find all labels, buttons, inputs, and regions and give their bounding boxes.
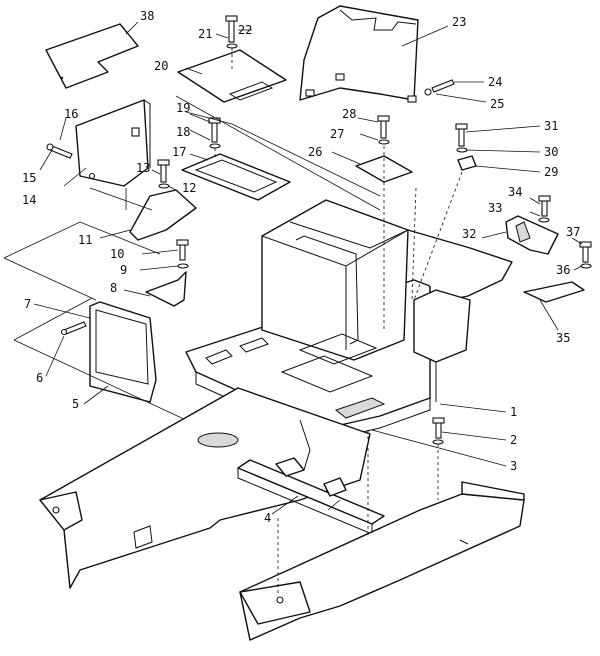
callout-15: 15 bbox=[22, 171, 36, 185]
callout-36: 36 bbox=[556, 263, 570, 277]
callout-31: 31 bbox=[544, 119, 558, 133]
bolt-36-37 bbox=[579, 241, 592, 269]
callout-17: 17 bbox=[172, 145, 186, 159]
callout-25: 25 bbox=[490, 97, 504, 111]
part-38-decal bbox=[45, 23, 139, 89]
part-23-rear-guard bbox=[299, 5, 419, 101]
bolt-2-3 bbox=[432, 417, 445, 445]
part-20-cover-plate bbox=[177, 49, 287, 103]
callout-5: 5 bbox=[72, 397, 79, 411]
callout-3: 3 bbox=[510, 459, 517, 473]
screw-24-25 bbox=[424, 79, 455, 96]
callout-29: 29 bbox=[544, 165, 558, 179]
callout-14: 14 bbox=[22, 193, 36, 207]
part-5-side-panel bbox=[89, 301, 157, 403]
callout-2: 2 bbox=[510, 433, 517, 447]
callout-18: 18 bbox=[176, 125, 190, 139]
bolt-27-28 bbox=[377, 115, 390, 145]
callout-1: 1 bbox=[510, 405, 517, 419]
part-17-access-plate bbox=[181, 153, 291, 201]
callout-6: 6 bbox=[36, 371, 43, 385]
part-8-small-bracket bbox=[145, 271, 187, 307]
callout-26: 26 bbox=[308, 145, 322, 159]
callout-4: 4 bbox=[264, 511, 271, 525]
callout-35: 35 bbox=[556, 331, 570, 345]
callout-21: 21 bbox=[198, 27, 212, 41]
callout-23: 23 bbox=[452, 15, 466, 29]
callout-24: 24 bbox=[488, 75, 502, 89]
callout-19: 19 bbox=[176, 101, 190, 115]
part-26-small-cover bbox=[355, 155, 413, 183]
part-14-side-plate bbox=[75, 99, 149, 187]
callout-16: 16 bbox=[64, 107, 78, 121]
callout-20: 20 bbox=[154, 59, 168, 73]
callout-11: 11 bbox=[78, 233, 92, 247]
callout-22: 22 bbox=[238, 23, 252, 37]
bolt-15-16 bbox=[46, 143, 73, 159]
callout-13: 13 bbox=[136, 161, 150, 175]
callout-28: 28 bbox=[342, 107, 356, 121]
bolt-21-22 bbox=[225, 15, 238, 49]
bolt-33-34 bbox=[538, 195, 551, 223]
callout-9: 9 bbox=[120, 263, 127, 277]
part-29-clip bbox=[457, 155, 477, 171]
callout-8: 8 bbox=[110, 281, 117, 295]
part-11-bracket bbox=[129, 189, 197, 241]
callout-10: 10 bbox=[110, 247, 124, 261]
part-4-crossbar bbox=[237, 459, 385, 525]
part-32-bracket bbox=[505, 215, 559, 255]
screw-6-7 bbox=[60, 321, 87, 336]
part-1-seat-box bbox=[261, 199, 409, 361]
bolt-30-31 bbox=[455, 123, 468, 153]
callout-27: 27 bbox=[330, 127, 344, 141]
callout-32: 32 bbox=[462, 227, 476, 241]
callout-37: 37 bbox=[566, 225, 580, 239]
bolt-9-10 bbox=[176, 239, 189, 269]
callout-38: 38 bbox=[140, 9, 154, 23]
bolt-18-19 bbox=[208, 117, 221, 149]
part-35-plate bbox=[523, 281, 585, 303]
bolt-12-13 bbox=[157, 159, 170, 189]
callout-12: 12 bbox=[182, 181, 196, 195]
callout-34: 34 bbox=[508, 185, 522, 199]
callout-7: 7 bbox=[24, 297, 31, 311]
callout-33: 33 bbox=[488, 201, 502, 215]
part-right-step-panel bbox=[239, 493, 525, 641]
callout-30: 30 bbox=[544, 145, 558, 159]
